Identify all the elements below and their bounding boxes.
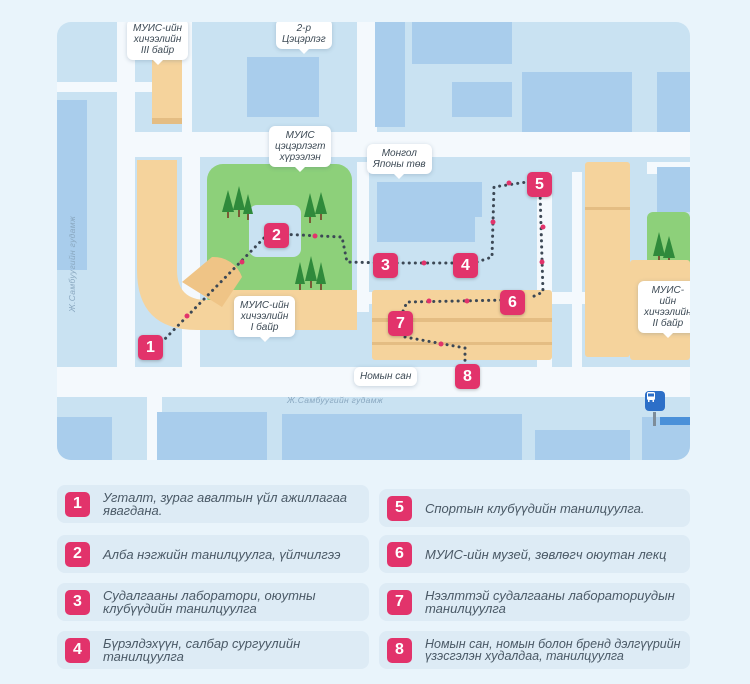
callout-japan[interactable]: Монгол Японы төв — [367, 144, 432, 179]
marker-4[interactable]: 4 — [453, 253, 478, 278]
marker-6[interactable]: 6 — [500, 290, 525, 315]
street-label-horizontal: Ж.Самбуугийн гудамж — [287, 395, 383, 405]
marker-2[interactable]: 2 — [264, 223, 289, 248]
marker-5[interactable]: 5 — [527, 172, 552, 197]
legend-item-8[interactable]: 8 Номын сан, номын болон бренд дэлгүүрий… — [379, 631, 690, 669]
marker-3[interactable]: 3 — [373, 253, 398, 278]
campus-map[interactable]: МУИС-ийн хичээлийн III байр 2-р Цэцэрлэг… — [57, 22, 690, 460]
legend-number: 4 — [65, 637, 90, 663]
legend-text: Нээлттэй судалгааны лабораториудын танил… — [425, 588, 675, 616]
callout-dorm3[interactable]: МУИС-ийн хичээлийн III байр — [127, 22, 189, 65]
callout-library[interactable]: Номын сан — [354, 367, 418, 386]
trees — [222, 186, 675, 290]
legend-item-4[interactable]: 4 Бүрэлдэхүүн, салбар сургуулийн танилцу… — [57, 631, 369, 669]
street-label-vertical: Ж.Самбуугийн гудамж — [67, 216, 77, 312]
legend-number: 7 — [387, 589, 412, 615]
legend-text: Номын сан, номын болон бренд дэлгүүрийн … — [425, 637, 681, 663]
legend-number: 3 — [65, 589, 90, 615]
legend-item-2[interactable]: 2 Алба нэгжийн танилцуулга, үйлчилгээ — [57, 535, 369, 573]
legend-item-6[interactable]: 6 МУИС-ийн музей, зөвлөгч оюутан лекц — [379, 535, 690, 573]
legend-item-1[interactable]: 1 Угталт, зураг авалтын үйл ажиллагаа яв… — [57, 485, 369, 523]
marker-1[interactable]: 1 — [138, 335, 163, 360]
marker-7[interactable]: 7 — [388, 311, 413, 336]
legend-number: 8 — [387, 637, 412, 663]
callout-dorm2[interactable]: МУИС-ийн хичээлийн II байр — [638, 281, 690, 338]
callout-bldg2[interactable]: 2-р Цэцэрлэг — [276, 22, 332, 54]
callout-dorm1[interactable]: МУИС-ийн хичээлийн I байр — [234, 296, 296, 342]
callout-garden[interactable]: МУИС цэцэрлэгт хүрээлэн — [269, 126, 332, 172]
marker-8[interactable]: 8 — [455, 364, 480, 389]
legend-text: Угталт, зураг авалтын үйл ажиллагаа яваг… — [103, 490, 348, 518]
building-edges — [152, 118, 630, 345]
legend-item-3[interactable]: 3 Судалгааны лаборатори, оюутны клубүүди… — [57, 583, 369, 621]
route-arrows — [184, 180, 546, 347]
legend-number: 1 — [65, 491, 90, 517]
legend-number: 2 — [65, 541, 90, 567]
legend-item-5[interactable]: 5 Спортын клубүүдийн танилцуулга. — [379, 489, 690, 527]
legend-number: 5 — [387, 495, 412, 521]
legend-text: МУИС-ийн музей, зөвлөгч оюутан лекц — [425, 546, 667, 562]
legend-text: Судалгааны лаборатори, оюутны клубүүдийн… — [103, 588, 316, 616]
bus-stop-icon[interactable] — [645, 391, 665, 411]
legend-item-7[interactable]: 7 Нээлттэй судалгааны лабораториудын тан… — [379, 583, 690, 621]
bus-glyph — [647, 392, 655, 402]
legend-text: Бүрэлдэхүүн, салбар сургуулийн танилцуул… — [103, 636, 301, 664]
legend-text: Алба нэгжийн танилцуулга, үйлчилгээ — [103, 546, 341, 562]
legend-text: Спортын клубүүдийн танилцуулга. — [425, 500, 645, 516]
legend-number: 6 — [387, 541, 412, 567]
